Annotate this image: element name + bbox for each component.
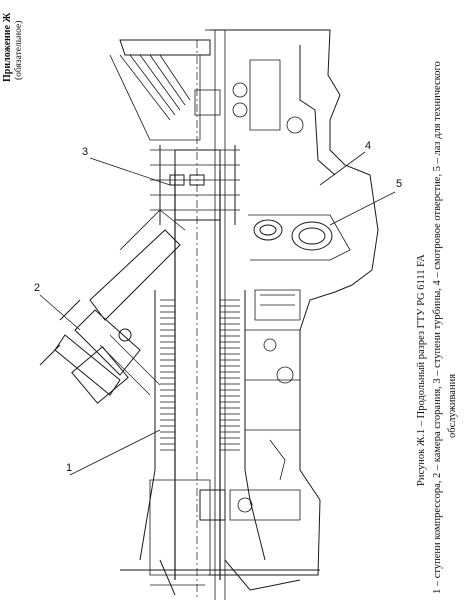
upper-flange bbox=[119, 39, 211, 56]
bearing-housings bbox=[229, 289, 301, 521]
callout-4: 4 bbox=[365, 140, 372, 152]
callout-2: 2 bbox=[34, 282, 41, 294]
inlet-section bbox=[120, 479, 320, 596]
outer-casing-contour bbox=[208, 29, 379, 576]
figure-legend-line1: 1 – ступени компрессора, 2 – камера сгор… bbox=[432, 61, 443, 594]
compressor-stages bbox=[160, 299, 240, 451]
callout-5: 5 bbox=[396, 178, 403, 190]
combustion-chamber bbox=[39, 209, 186, 404]
outer-casing-inner-line bbox=[299, 45, 336, 176]
figure-caption: Рисунок Ж.1 – Продольный разрез ГТУ PG 6… bbox=[416, 254, 427, 486]
figure-legend-line2: обслуживания bbox=[447, 373, 458, 438]
inspection-openings bbox=[248, 214, 351, 261]
callout-leaders bbox=[39, 151, 396, 476]
turbine-stages bbox=[150, 145, 240, 225]
rotor-shaft bbox=[174, 170, 221, 580]
exhaust-section bbox=[109, 54, 304, 141]
callout-3: 3 bbox=[82, 146, 89, 158]
callout-1: 1 bbox=[66, 462, 73, 474]
